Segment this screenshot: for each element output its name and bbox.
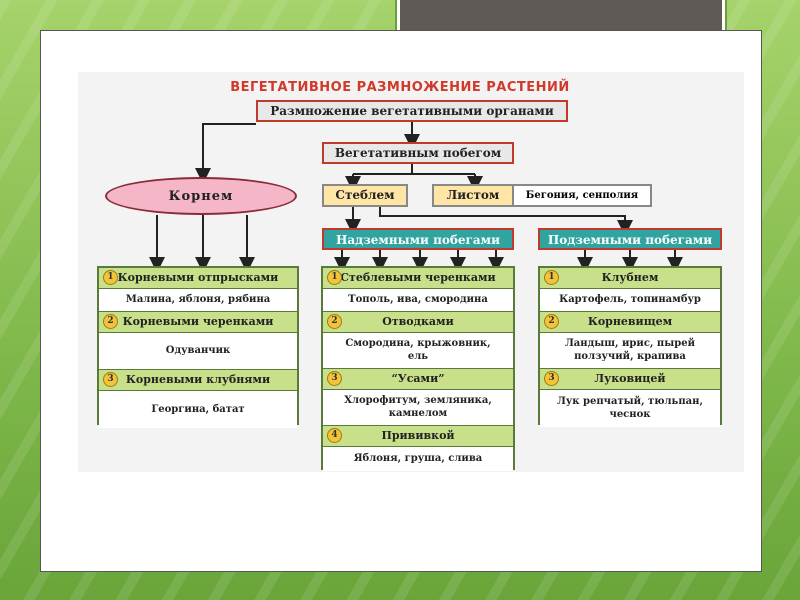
list-item: 3 Луковицей (540, 369, 720, 390)
method-examples: Картофель, топинамбур (540, 289, 720, 312)
method-name: Стеблевыми черенками (340, 271, 496, 284)
method-name: Прививкой (381, 429, 455, 442)
number-badge: 3 (327, 371, 342, 386)
subtitle: Размножение вегетативными органами (256, 100, 568, 122)
list-item: 4 Прививкой (323, 426, 513, 447)
method-examples: Малина, яблоня, рябина (99, 289, 297, 312)
method-name: Отводками (382, 315, 454, 328)
above-ground-node: Надземными побегами (322, 228, 514, 250)
underground-node: Подземными побегами (538, 228, 722, 250)
number-badge: 1 (544, 270, 559, 285)
list-item: 3 “Усами” (323, 369, 513, 390)
method-name: Корневыми клубнями (125, 373, 271, 386)
number-badge: 4 (327, 428, 342, 443)
number-badge: 1 (103, 270, 118, 285)
method-examples: Ландыш, ирис, пырей ползучий, крапива (540, 333, 720, 369)
method-examples: Хлорофитум, земляника, камнелом (323, 390, 513, 426)
above-ground-methods-list: 1 Стеблевыми черенками Тополь, ива, смор… (321, 266, 515, 471)
list-item: 1 Стеблевыми черенками (323, 268, 513, 289)
method-examples: Смородина, крыжовник, ель (323, 333, 513, 369)
method-examples: Георгина, батат (99, 391, 297, 428)
method-name: Корневыми черенками (122, 315, 274, 328)
method-name: Корневищем (587, 315, 673, 328)
method-examples: Лук репчатый, тюльпан, чеснок (540, 390, 720, 427)
list-item: 2 Корневищем (540, 312, 720, 333)
leaf-examples: Бегония, сенполия (514, 184, 652, 207)
method-name: Корневыми отпрысками (117, 271, 279, 284)
list-item: 2 Отводками (323, 312, 513, 333)
method-name: Клубнем (601, 271, 659, 284)
method-name: “Усами” (391, 372, 445, 385)
diagram-title: ВЕГЕТАТИВНОЕ РАЗМНОЖЕНИЕ РАСТЕНИЙ (230, 80, 570, 95)
stem-node: Стеблем (322, 184, 408, 207)
number-badge: 2 (103, 314, 118, 329)
underground-methods-list: 1 Клубнем Картофель, топинамбур 2 Корнев… (538, 266, 722, 427)
root-node: Корнем (105, 177, 297, 215)
number-badge: 2 (544, 314, 559, 329)
shoot-node: Вегетативным побегом (322, 142, 514, 164)
root-methods-list: 1 Корневыми отпрысками Малина, яблоня, р… (97, 266, 299, 428)
number-badge: 1 (327, 270, 342, 285)
leaf-node: Листом (432, 184, 514, 207)
list-item: 3 Корневыми клубнями (99, 370, 297, 391)
number-badge: 2 (327, 314, 342, 329)
method-examples: Яблоня, груша, слива (323, 447, 513, 471)
method-examples: Одуванчик (99, 333, 297, 370)
list-item: 2 Корневыми черенками (99, 312, 297, 333)
list-item: 1 Корневыми отпрысками (99, 268, 297, 289)
list-item: 1 Клубнем (540, 268, 720, 289)
method-name: Луковицей (594, 372, 666, 385)
number-badge: 3 (103, 372, 118, 387)
number-badge: 3 (544, 371, 559, 386)
method-examples: Тополь, ива, смородина (323, 289, 513, 312)
